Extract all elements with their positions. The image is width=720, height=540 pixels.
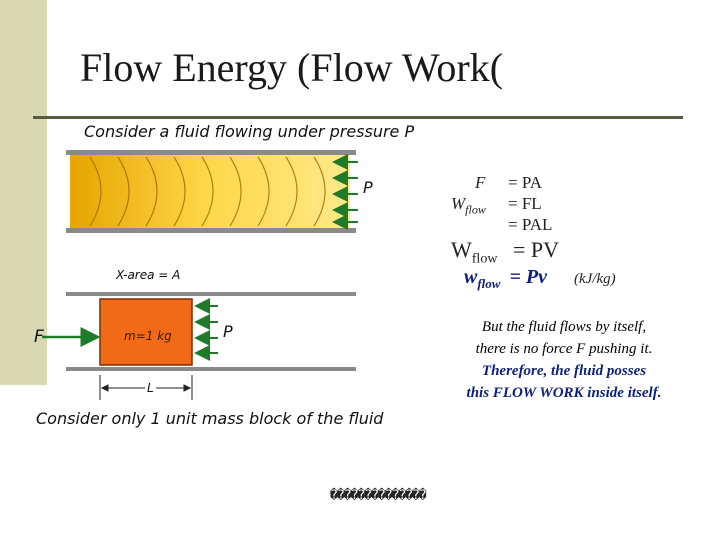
explanation-line-3: Therefore, the fluid posses <box>481 363 647 379</box>
eq-big-work-symbol: W <box>451 237 472 262</box>
fluid-streamlines <box>89 156 326 227</box>
top-pipe-fluid <box>70 155 350 228</box>
top-pipe <box>66 150 358 233</box>
slide-title: Flow Energy (Flow Work( <box>80 45 504 90</box>
length-label: L <box>145 381 156 395</box>
bottom-pipe <box>42 292 356 400</box>
garbled-footer-text: �������������� <box>330 488 427 503</box>
eq-specific-work-rhs: = Pv <box>509 266 547 288</box>
top-pressure-label: P <box>363 178 373 197</box>
slide-subtitle: Consider a fluid flowing under pressure … <box>84 122 415 141</box>
explanation: But the fluid flows by itself, there is … <box>440 316 688 404</box>
bottom-pressure-label: P <box>223 322 233 341</box>
explanation-line-4: this FLOW WORK inside itself. <box>466 385 662 401</box>
eq-lhs-force: F <box>475 173 486 192</box>
mass-block <box>99 298 193 366</box>
bottom-pressure-arrows <box>194 298 218 361</box>
slide-sidebar <box>0 0 47 385</box>
eq-rhs-1: = PA <box>508 173 543 192</box>
top-pipe-upper-wall <box>66 150 356 155</box>
eq-big-work: Wflow = PV <box>451 237 559 267</box>
explanation-line-2: there is no force F pushing it. <box>475 341 653 357</box>
explanation-line-1: But the fluid flows by itself, <box>481 319 647 335</box>
eq-big-work-rhs: = PV <box>512 237 559 262</box>
footer-note: Consider only 1 unit mass block of the f… <box>36 409 384 428</box>
eq-units: (kJ/kg) <box>574 271 616 287</box>
bottom-pipe-upper-wall <box>66 292 356 296</box>
force-label: F <box>34 327 44 347</box>
eq-specific-work-subscript: flow <box>477 276 501 291</box>
top-pipe-lower-wall <box>66 228 356 233</box>
bottom-pipe-lower-wall <box>66 367 356 371</box>
top-pressure-arrows <box>332 154 358 230</box>
title-divider <box>33 116 683 119</box>
eq-big-work-subscript: flow <box>471 251 498 267</box>
eq-lhs-work-subscript: flow <box>465 202 486 217</box>
eq-lhs-work-symbol: W <box>451 194 466 213</box>
eq-rhs-3: = PAL <box>508 215 553 234</box>
eq-rhs-2: = FL <box>508 194 542 213</box>
area-label: X-area = A <box>116 268 181 282</box>
eq-lhs-work: Wflow <box>451 194 486 217</box>
mass-label: m=1 kg <box>124 329 172 343</box>
eq-specific-work: wflow = Pv <box>464 266 547 292</box>
eq-specific-work-symbol: w <box>464 266 478 288</box>
